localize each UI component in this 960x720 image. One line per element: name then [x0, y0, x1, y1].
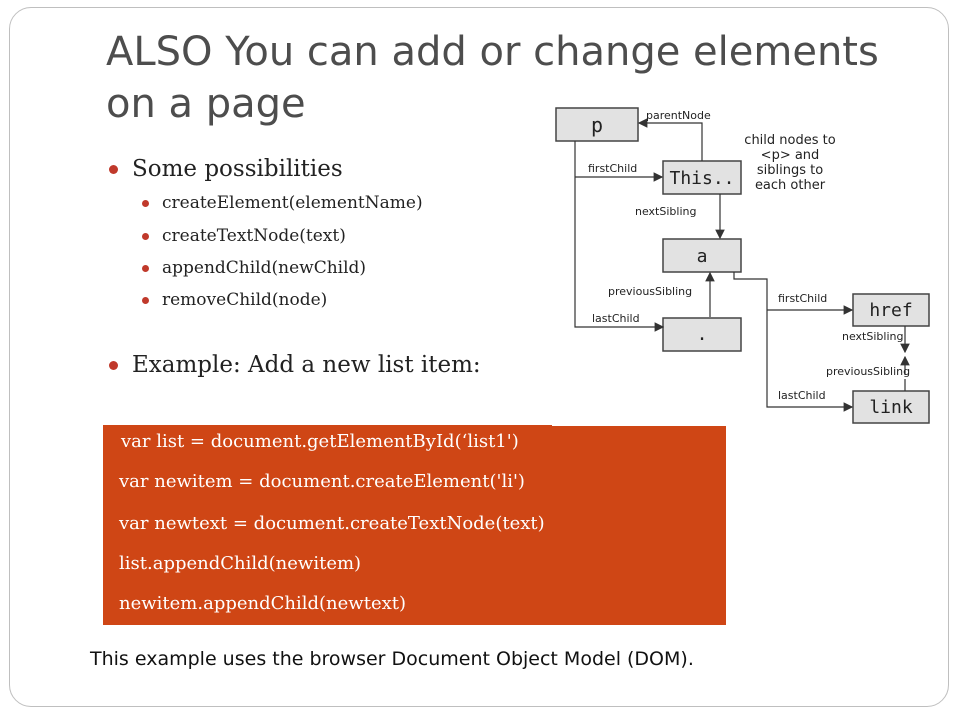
- bullet-dot: [142, 200, 149, 207]
- node-dot: [662, 317, 742, 352]
- last-child-arrow: [574, 141, 665, 332]
- node-a: [662, 238, 742, 273]
- a-last-child-arrow: [733, 272, 854, 412]
- caption: This example uses the browser Document O…: [90, 648, 694, 670]
- node-dot-label: .: [697, 324, 708, 345]
- label-parent-node: parentNode: [646, 109, 711, 122]
- slide-frame: [9, 7, 949, 707]
- code-line: var newitem = document.createElement('li…: [119, 471, 525, 492]
- label-previous-sibling: previousSibling: [608, 285, 692, 298]
- bullet-some-possibilities: Some possibilities: [132, 156, 343, 182]
- label-first-child: firstChild: [588, 162, 637, 175]
- node-link-label: link: [869, 397, 913, 418]
- node-p-label: p: [591, 113, 603, 137]
- bullet-example: Example: Add a new list item:: [132, 352, 481, 378]
- bullet-append-child: appendChild(newChild): [162, 258, 367, 278]
- label-next-sibling-2: nextSibling: [842, 330, 903, 343]
- label-next-sibling: nextSibling: [635, 205, 696, 218]
- node-this-label: This..: [669, 168, 734, 189]
- node-this: [662, 160, 742, 195]
- slide-title: ALSO You can add or change elements on a…: [106, 29, 879, 127]
- dom-tree-diagram: p This.. a . href link parentNode firstC…: [555, 107, 930, 424]
- label-first-child-2: firstChild: [778, 292, 827, 305]
- node-a-label: a: [697, 246, 708, 267]
- bullet-remove-child: removeChild(node): [162, 290, 328, 310]
- code-block-notch: [552, 418, 726, 426]
- code-line: var newtext = document.createTextNode(te…: [119, 513, 545, 534]
- bullet-dot: [109, 361, 118, 370]
- code-line: newitem.appendChild(newtext): [119, 593, 406, 614]
- label-previous-sibling-2: previousSibling: [826, 365, 910, 378]
- note-line-3: siblings to: [757, 163, 823, 178]
- parent-node-arrow: [637, 118, 703, 161]
- code-line: var list = document.getElementById(‘list…: [121, 431, 519, 452]
- node-href: [852, 293, 930, 327]
- bullet-create-element: createElement(elementName): [162, 193, 423, 213]
- node-link: [852, 390, 930, 424]
- bullet-dot: [142, 265, 149, 272]
- note-line-4: each other: [755, 178, 826, 193]
- note-line-1: child nodes to: [744, 133, 835, 148]
- node-href-label: href: [869, 300, 912, 321]
- code-line: list.appendChild(newitem): [119, 553, 362, 574]
- bullet-dot: [109, 165, 118, 174]
- bullet-create-text-node: createTextNode(text): [162, 226, 346, 246]
- label-last-child-2: lastChild: [778, 389, 826, 402]
- bullet-dot: [142, 233, 149, 240]
- label-last-child: lastChild: [592, 312, 640, 325]
- note-line-2: <p> and: [761, 148, 820, 163]
- code-block: var list = document.getElementById(‘list…: [103, 425, 726, 625]
- bullet-dot: [142, 297, 149, 304]
